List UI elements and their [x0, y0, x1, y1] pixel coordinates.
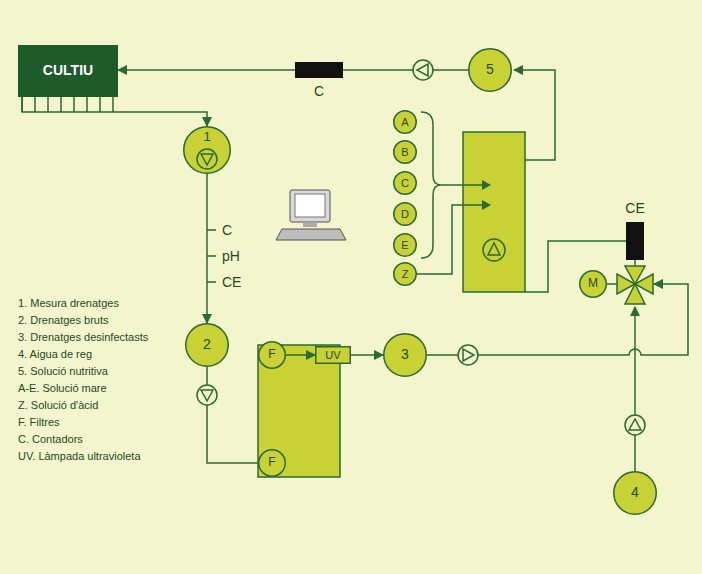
node-text: 3 [401, 347, 409, 362]
node-text: F [268, 348, 275, 361]
motor-circle: M [579, 270, 607, 298]
sensor-label: CE [222, 274, 241, 290]
key-entry: C. Contadors [18, 433, 83, 446]
three-way-valve [617, 266, 653, 304]
pump-symbol [625, 415, 645, 435]
key-entry: F. Filtres [18, 416, 60, 429]
node-text: 5 [486, 62, 494, 77]
sensor-label: C [314, 83, 324, 99]
node-text: Z [402, 268, 409, 280]
sensor-ticks [207, 230, 216, 282]
pump-symbol [458, 345, 478, 365]
tank-pump [483, 239, 505, 261]
sensor-label: pH [222, 248, 240, 264]
counter-ce [626, 222, 644, 260]
node-text: E [401, 239, 408, 251]
disinfected-line [427, 284, 688, 355]
key-entry: Z. Solució d'àcid [18, 399, 98, 412]
node-text: D [401, 208, 409, 220]
computer-icon [276, 190, 346, 240]
tank-circle: 2 [185, 323, 229, 367]
counter [295, 62, 343, 78]
stock-circle: C [393, 171, 417, 195]
key-entry: A-E. Solució mare [18, 382, 107, 395]
drain-comb [22, 97, 113, 112]
tank-circle: 4 [613, 471, 657, 515]
mixing-tank [463, 132, 525, 292]
node-text: A [401, 116, 408, 128]
flow-connector [286, 354, 315, 356]
node-text: C [401, 177, 409, 189]
node-text: CULTIU [43, 63, 93, 78]
stock-circle: D [393, 202, 417, 226]
bracket [421, 112, 441, 258]
stock-circle: A [393, 110, 417, 134]
motor-link [607, 283, 617, 285]
flow-connector [22, 97, 207, 126]
filter-circle: F [258, 449, 286, 477]
key-entry: 5. Solució nutritiva [18, 365, 108, 378]
tank-circle: 5 [468, 48, 512, 92]
filter-circle: F [258, 341, 286, 369]
node-text: 2 [203, 337, 211, 352]
key-entry: 1. Mesura drenatges [18, 297, 119, 310]
drain-meter: 1 [183, 126, 231, 174]
stock-circle: B [393, 140, 417, 164]
key-entry: 2. Drenatges bruts [18, 314, 109, 327]
node-text: UV [325, 349, 340, 361]
water-line [634, 307, 636, 471]
sensor-label: C [222, 222, 232, 238]
uv-lamp: UV [315, 346, 351, 364]
flow-connector [206, 174, 208, 323]
node-text: 4 [631, 485, 639, 500]
key-entry: 3. Drenatges desinfectasts [18, 331, 148, 344]
node-text: F [268, 456, 275, 469]
key-entry: UV. Làmpada ultravioleta [18, 450, 141, 463]
pump-symbol [413, 60, 433, 80]
node-text: B [401, 146, 408, 158]
flow-connector [207, 367, 258, 463]
key-entry: 4. Aigua de reg [18, 348, 92, 361]
tank-circle: 3 [383, 333, 427, 377]
flow-connector [351, 354, 383, 356]
pump-symbol [197, 385, 217, 405]
acid-circle: Z [393, 262, 417, 286]
stock-circle: E [393, 233, 417, 257]
node-text: M [588, 277, 598, 290]
sensor-label: CE [625, 200, 644, 216]
node-text: 1 [203, 130, 210, 144]
crop-box: CULTIU [18, 45, 118, 97]
